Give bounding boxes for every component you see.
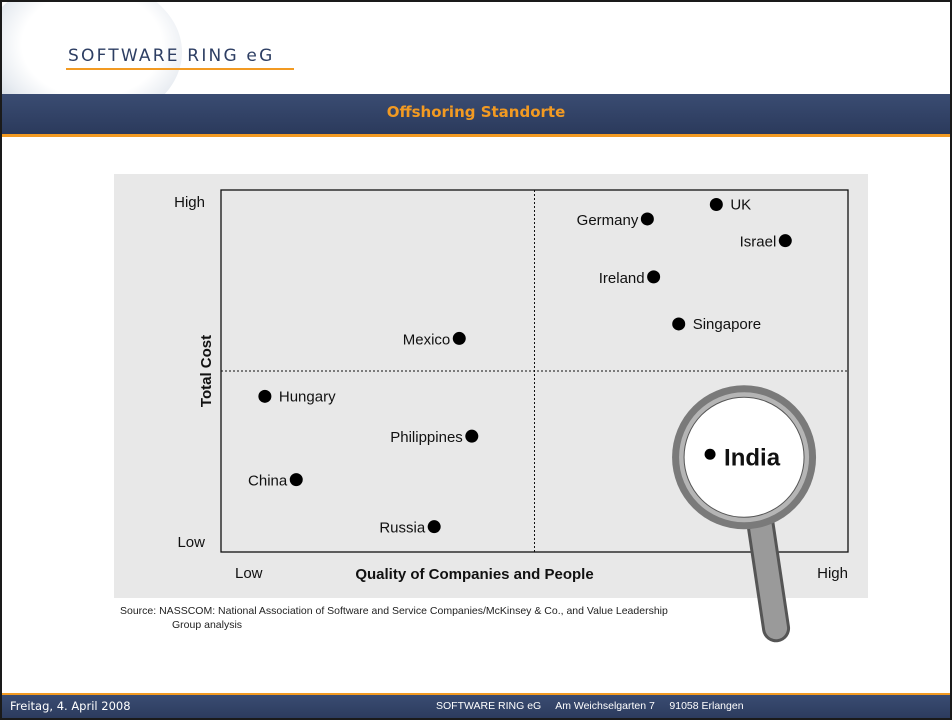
point-uk — [709, 197, 723, 211]
label-ireland: Ireland — [599, 270, 645, 287]
logo-underline — [66, 68, 294, 70]
label-israel: Israel — [740, 234, 777, 251]
source-line-2: Group analysis — [172, 619, 243, 631]
source-note: Source: NASSCOM: National Association of… — [120, 604, 668, 632]
point-philippines — [465, 429, 479, 443]
label-india: India — [724, 444, 781, 471]
magnifier-lens — [683, 396, 805, 518]
footer-bar — [2, 693, 950, 718]
label-china: China — [248, 473, 288, 490]
footer-address: SOFTWARE RING eG Am Weichselgarten 7 910… — [436, 700, 744, 712]
x-tick-high: High — [817, 565, 848, 582]
point-mexico — [452, 331, 466, 345]
point-russia — [427, 520, 441, 534]
point-india — [704, 448, 716, 460]
label-germany: Germany — [577, 212, 639, 229]
point-germany — [640, 212, 654, 226]
label-russia: Russia — [379, 520, 426, 537]
x-tick-low: Low — [235, 565, 263, 582]
y-tick-high: High — [174, 194, 205, 211]
x-axis-title: Quality of Companies and People — [355, 566, 593, 583]
label-uk: UK — [730, 196, 751, 213]
point-china — [289, 473, 303, 487]
point-ireland — [647, 270, 661, 284]
source-line-1: Source: NASSCOM: National Association of… — [120, 605, 668, 617]
footer-date: Freitag, 4. April 2008 — [10, 699, 131, 713]
y-axis-title: Total Cost — [198, 335, 215, 407]
point-hungary — [258, 389, 272, 403]
label-singapore: Singapore — [693, 316, 761, 333]
label-philippines: Philippines — [390, 429, 463, 446]
logo: SOFTWARE RING eG — [68, 46, 275, 66]
point-singapore — [672, 317, 686, 331]
title-bar — [2, 94, 950, 137]
point-israel — [778, 234, 792, 248]
label-hungary: Hungary — [279, 388, 336, 405]
slide-title: Offshoring Standorte — [386, 103, 566, 121]
y-tick-low: Low — [177, 534, 205, 551]
label-mexico: Mexico — [403, 331, 451, 348]
